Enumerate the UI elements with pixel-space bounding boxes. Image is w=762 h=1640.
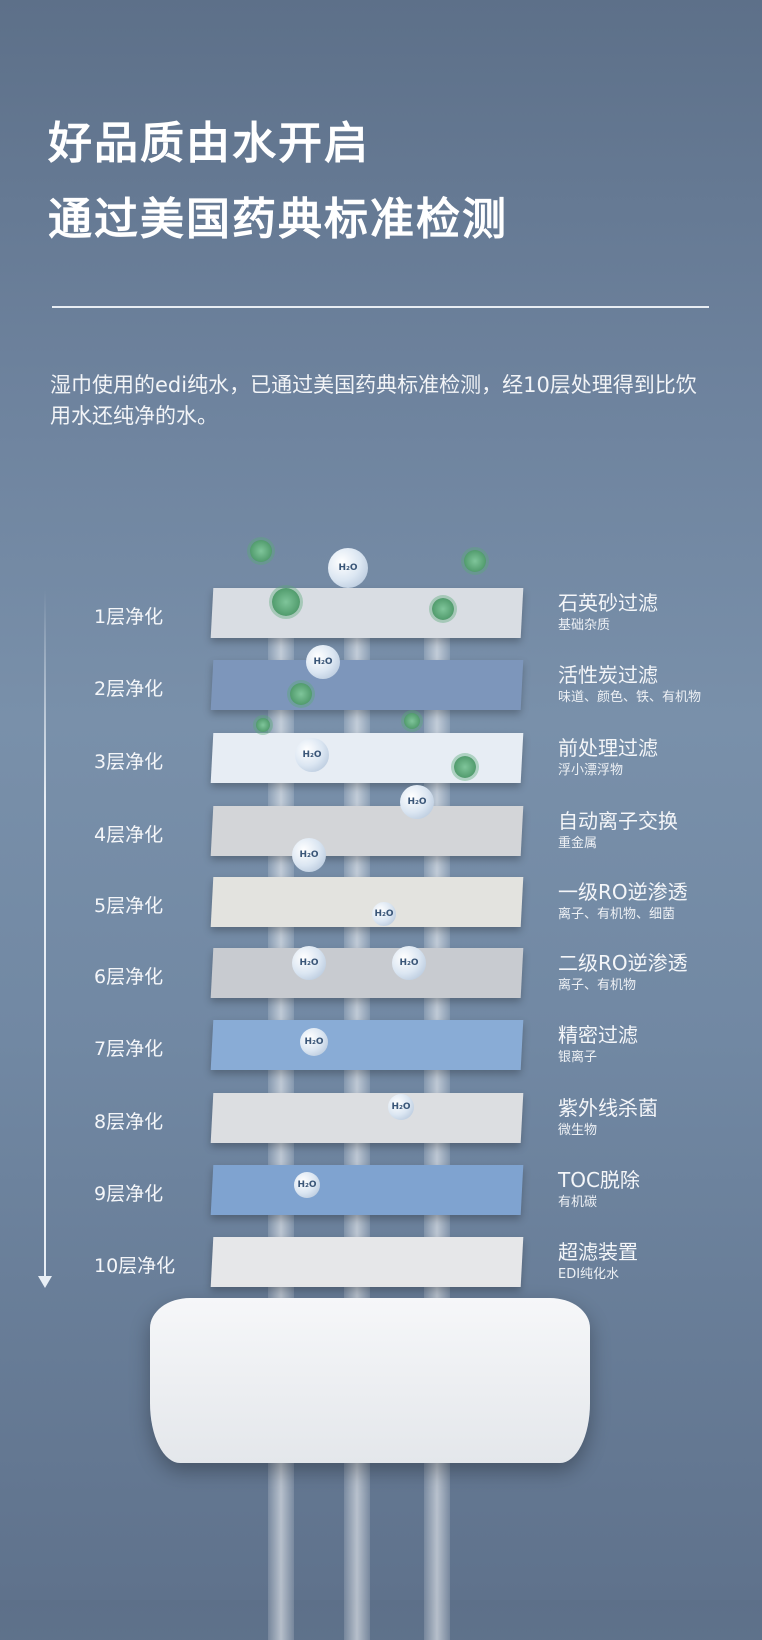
layer-detail: 味道、颜色、铁、有机物 [558,690,702,705]
layer-description: 二级RO逆渗透离子、有机物 [558,950,688,996]
layer-name: 自动离子交换 [558,809,678,833]
h2o-bubble: H₂O [292,838,326,872]
layer-description: 石英砂过滤基础杂质 [558,590,658,636]
layer-description: 一级RO逆渗透离子、有机物、细菌 [558,879,688,925]
filter-layer [210,1165,524,1215]
wipe-base [150,1298,590,1463]
layer-name: 紫外线杀菌 [558,1096,658,1120]
layer-name: 前处理过滤 [558,736,658,760]
h2o-bubble: H₂O [294,1172,320,1198]
h2o-bubble: H₂O [392,946,426,980]
layer-name: 活性炭过滤 [558,663,658,687]
h2o-bubble: H₂O [388,1094,414,1120]
filter-layer [210,1237,524,1287]
step-label: 4层净化 [94,824,164,846]
h2o-bubble: H₂O [328,548,368,588]
layer-description: 精密过滤银离子 [558,1022,638,1068]
bacteria-icon [464,550,486,572]
headline-line-2: 通过美国药典标准检测 [48,194,508,245]
h2o-bubble: H₂O [295,738,329,772]
bacteria-icon [256,718,270,732]
layer-name: TOC脱除 [558,1168,640,1192]
layer-detail: 浮小漂浮物 [558,763,624,778]
layer-description: TOC脱除有机碳 [558,1167,640,1213]
bacteria-icon [454,756,476,778]
filter-layer [210,877,524,927]
step-label: 2层净化 [94,678,164,700]
layer-detail: 微生物 [558,1123,598,1138]
layer-detail: 离子、有机物、细菌 [558,907,676,922]
step-label: 9层净化 [94,1183,164,1205]
h2o-bubble: H₂O [300,1028,328,1056]
step-label: 5层净化 [94,895,164,917]
filter-layer [210,948,524,998]
h2o-bubble: H₂O [372,902,396,926]
layer-detail: 基础杂质 [558,618,611,633]
layer-name: 二级RO逆渗透 [558,951,688,975]
h2o-bubble: H₂O [400,785,434,819]
step-label: 6层净化 [94,966,164,988]
layer-description: 超滤装置 EDI纯化水 [558,1239,638,1285]
h2o-bubble: H₂O [306,645,340,679]
filter-layer [210,733,524,783]
step-label: 1层净化 [94,606,164,628]
filter-layer [210,588,524,638]
layer-description: 自动离子交换重金属 [558,808,678,854]
layer-description: 活性炭过滤味道、颜色、铁、有机物 [558,662,701,708]
layer-detail: 有机碳 [558,1195,598,1210]
headline-line-1: 好品质由水开启 [48,118,370,169]
description: 湿巾使用的edi纯水，已通过美国药典标准检测，经10层处理得到比饮用水还纯净的水… [50,373,697,428]
layer-name: 石英砂过滤 [558,591,658,615]
layer-detail: EDI纯化水 [558,1267,620,1282]
bacteria-icon [250,540,272,562]
bacteria-icon [290,683,312,705]
layer-description: 前处理过滤浮小漂浮物 [558,735,658,781]
layer-detail: 离子、有机物 [558,978,637,993]
step-label: 7层净化 [94,1038,164,1060]
down-arrow-icon [38,1276,52,1288]
bacteria-icon [272,588,300,616]
layer-detail: 重金属 [558,836,598,851]
step-label: 3层净化 [94,751,164,773]
layer-description: 紫外线杀菌微生物 [558,1095,658,1141]
down-arrow-line [44,590,46,1280]
bacteria-icon [432,598,454,620]
divider [52,306,709,308]
layer-detail: 银离子 [558,1050,598,1065]
step-label: 8层净化 [94,1111,164,1133]
bacteria-icon [404,713,420,729]
filter-layer [210,660,524,710]
filter-layer [210,1020,524,1070]
layer-name: 一级RO逆渗透 [558,880,688,904]
layer-name: 超滤装置 [558,1240,638,1264]
layer-name: 精密过滤 [558,1023,638,1047]
filter-layer [210,806,524,856]
filter-layer [210,1093,524,1143]
h2o-bubble: H₂O [292,946,326,980]
step-label: 10层净化 [94,1255,176,1277]
